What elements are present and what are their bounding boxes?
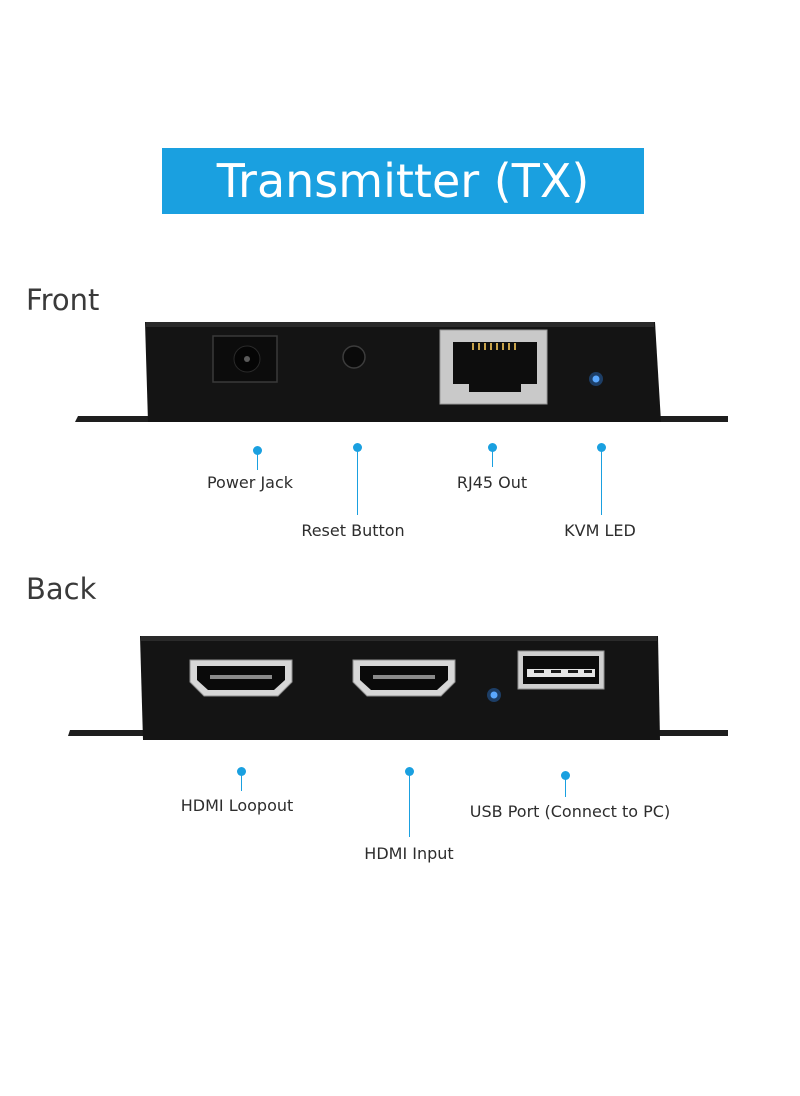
usb-port-icon xyxy=(517,650,605,690)
title-banner: Transmitter (TX) xyxy=(162,148,644,214)
hdmi-loopout-icon xyxy=(189,659,293,697)
power-jack-icon xyxy=(212,335,278,383)
mount-flange-left-icon xyxy=(75,416,150,422)
mount-flange-right-icon xyxy=(650,416,728,422)
reset-button-label: Reset Button xyxy=(301,521,405,540)
power-jack-label: Power Jack xyxy=(206,473,294,492)
front-panel-device xyxy=(0,318,800,433)
reset-button-icon xyxy=(342,345,366,369)
hdmi-input-icon xyxy=(352,659,456,697)
hdmi-input-label: HDMI Input xyxy=(364,844,454,863)
mount-flange-left-icon xyxy=(68,730,145,736)
status-led-icon xyxy=(487,688,501,702)
kvm-led-label: KVM LED xyxy=(564,521,636,540)
usb-port-label: USB Port (Connect to PC) xyxy=(469,802,671,821)
hdmi-loopout-label: HDMI Loopout xyxy=(180,796,294,815)
front-heading: Front xyxy=(26,283,100,317)
mount-flange-right-icon xyxy=(655,730,728,736)
kvm-led-icon xyxy=(589,372,603,386)
back-heading: Back xyxy=(26,572,97,606)
back-panel-device xyxy=(0,632,800,747)
page-title: Transmitter (TX) xyxy=(216,154,590,208)
rj45-out-label: RJ45 Out xyxy=(456,473,528,492)
rj45-port-icon xyxy=(439,329,548,405)
